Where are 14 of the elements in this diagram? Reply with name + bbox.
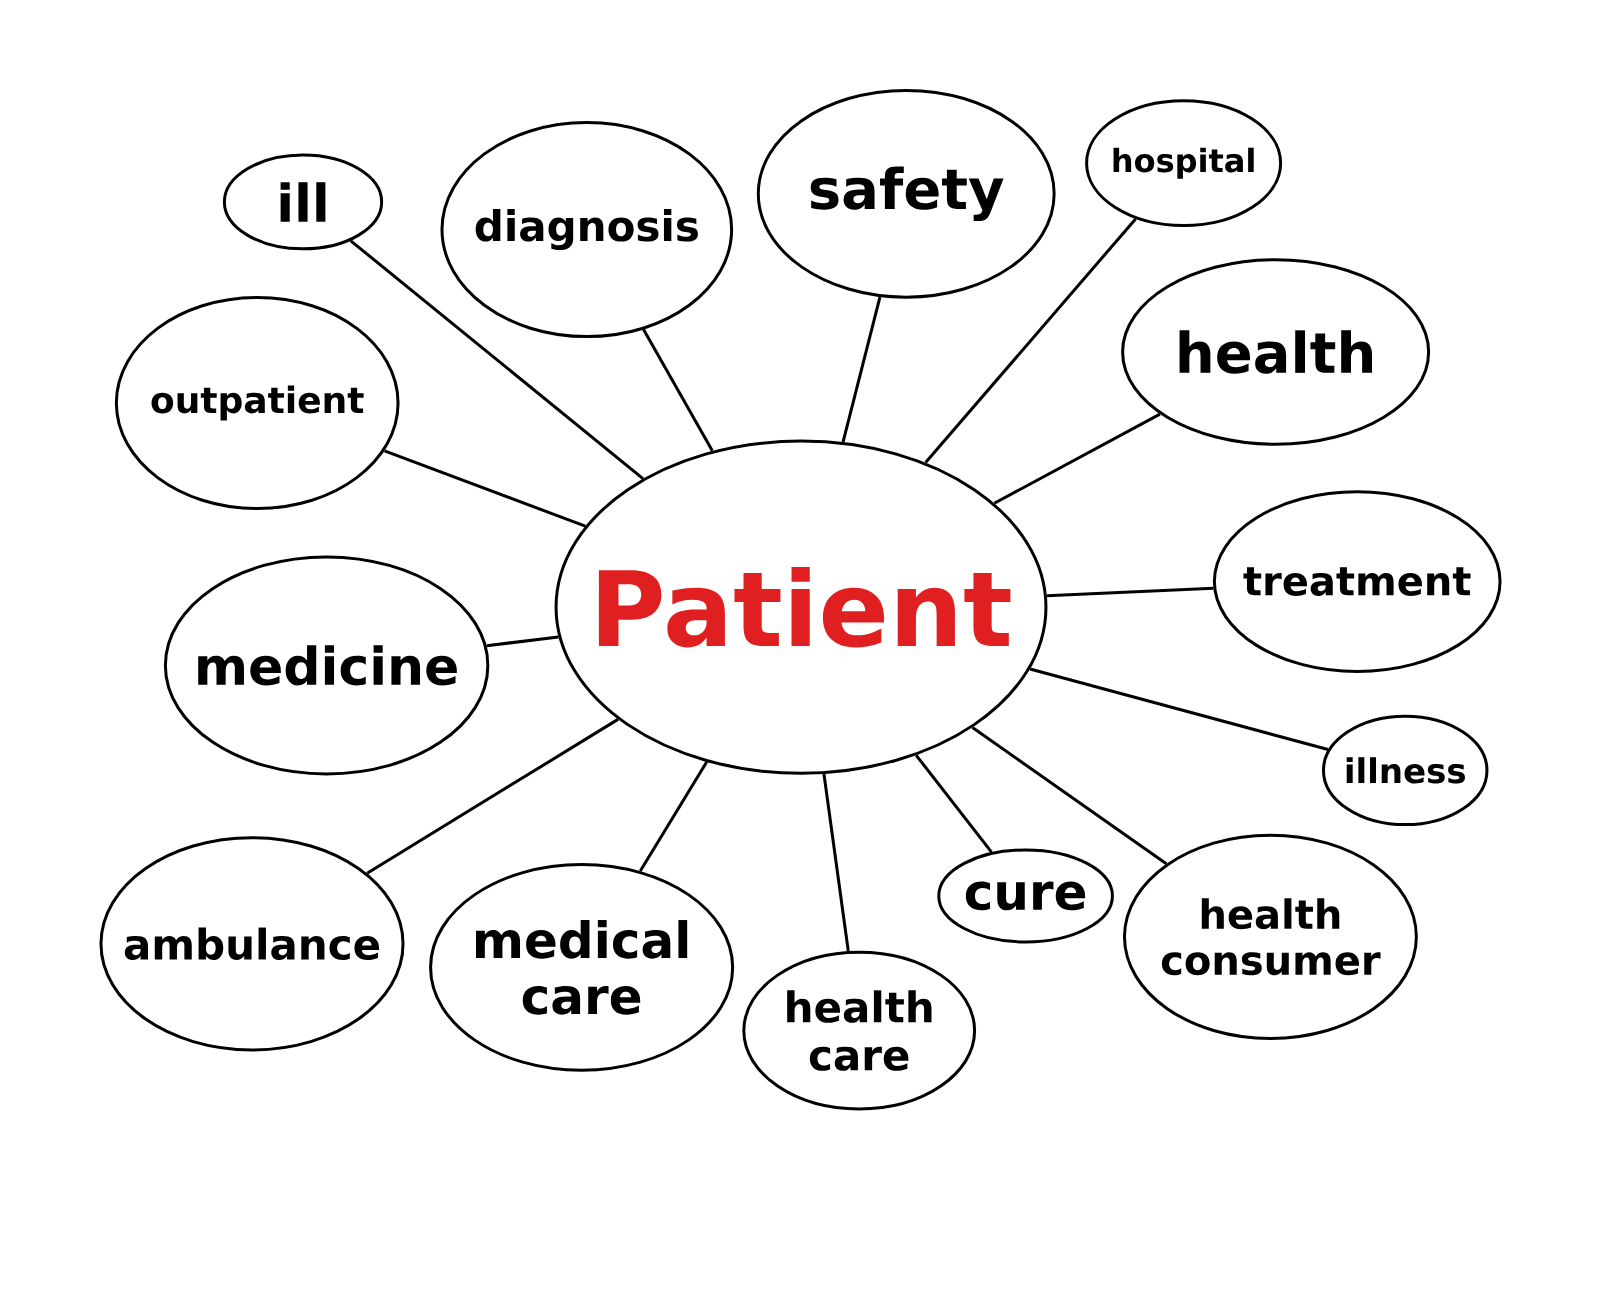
connector-line [924, 217, 1137, 464]
connector-line [971, 726, 1168, 865]
connector-line [822, 773, 850, 952]
connector-line [639, 761, 708, 872]
connector-line [486, 635, 559, 648]
connector-line [1029, 667, 1329, 751]
connector-line [366, 718, 619, 875]
connector-line [642, 328, 714, 452]
connector-line [915, 754, 993, 854]
connector-line [841, 296, 882, 443]
connector-line [1046, 586, 1214, 598]
connector-line [349, 239, 644, 480]
connector-line [993, 412, 1161, 505]
connector-line [384, 449, 586, 528]
